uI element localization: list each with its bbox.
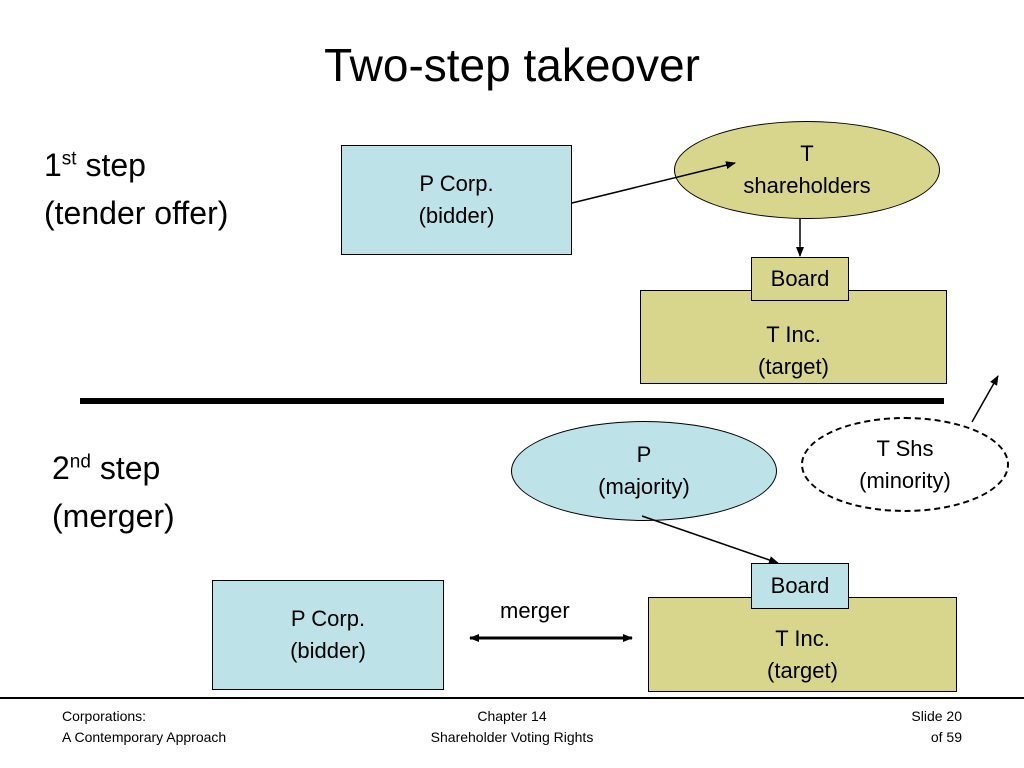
step1-bidder-box: P Corp. (bidder) xyxy=(341,145,572,255)
step2-target-box: T Inc. (target) xyxy=(648,597,957,692)
step1-target-role: (target) xyxy=(758,354,829,379)
step2-majority-line2: (majority) xyxy=(598,474,690,499)
bidder-to-shareholders-arrow xyxy=(571,161,736,204)
step1-target-box: T Inc. (target) xyxy=(640,290,947,384)
step2-majority-line1: P xyxy=(636,442,652,468)
step1-target-name: T Inc. xyxy=(766,322,821,348)
footer-chapter-title: Shareholder Voting Rights xyxy=(430,729,594,745)
step2-bidder-role: (bidder) xyxy=(290,638,366,663)
step2-target-name: T Inc. xyxy=(775,625,830,651)
step1-bidder-name: P Corp. xyxy=(419,171,494,197)
footer-slide-number: Slide 20 xyxy=(911,708,962,724)
step1-label: 1st step (tender offer) xyxy=(44,141,228,237)
step2-minority-line2: (minority) xyxy=(859,467,951,493)
footer-chapter: Chapter 14 xyxy=(477,708,547,724)
step1-shareholders-ellipse: T shareholders xyxy=(674,121,940,219)
step1-shareholders-line2: shareholders xyxy=(743,173,871,198)
step2-bidder-name: P Corp. xyxy=(290,606,366,632)
step2-majority-ellipse: P (majority) xyxy=(511,421,777,521)
footer-center: Chapter 14 Shareholder Voting Rights xyxy=(362,706,662,748)
footer-course-title: Corporations: xyxy=(62,708,147,724)
slide-title: Two-step takeover xyxy=(324,39,700,91)
step2-target-role: (target) xyxy=(767,657,838,683)
step2-bidder-box: P Corp. (bidder) xyxy=(212,580,444,690)
step1-subtitle: (tender offer) xyxy=(44,195,229,231)
step-divider xyxy=(80,398,944,404)
step2-label: 2nd step (merger) xyxy=(52,444,175,540)
footer-course-subtitle: A Contemporary Approach xyxy=(62,729,227,745)
majority-to-board-arrow xyxy=(641,515,779,564)
step1-ordinal: st xyxy=(61,148,77,170)
step1-word: step xyxy=(85,147,146,183)
footer-slide-total: of 59 xyxy=(930,729,962,745)
step2-ordinal: nd xyxy=(69,451,91,473)
step1-board-box: Board xyxy=(751,257,849,301)
step1-bidder-role: (bidder) xyxy=(418,203,495,228)
step1-number: 1 xyxy=(44,147,62,183)
step1-shareholders-line1: T xyxy=(800,141,814,167)
footer-right: Slide 20 of 59 xyxy=(911,706,962,748)
step2-subtitle: (merger) xyxy=(52,498,175,534)
footer-left: Corporations: A Contemporary Approach xyxy=(62,706,226,748)
minority-exit-arrow xyxy=(971,375,999,423)
step2-board-box: Board xyxy=(751,563,849,609)
step2-minority-line1: T Shs xyxy=(876,435,934,461)
step2-number: 2 xyxy=(52,450,70,486)
step2-minority-ellipse: T Shs (minority) xyxy=(801,417,1009,512)
merger-label: merger xyxy=(500,598,570,623)
step2-word: step xyxy=(99,450,161,486)
